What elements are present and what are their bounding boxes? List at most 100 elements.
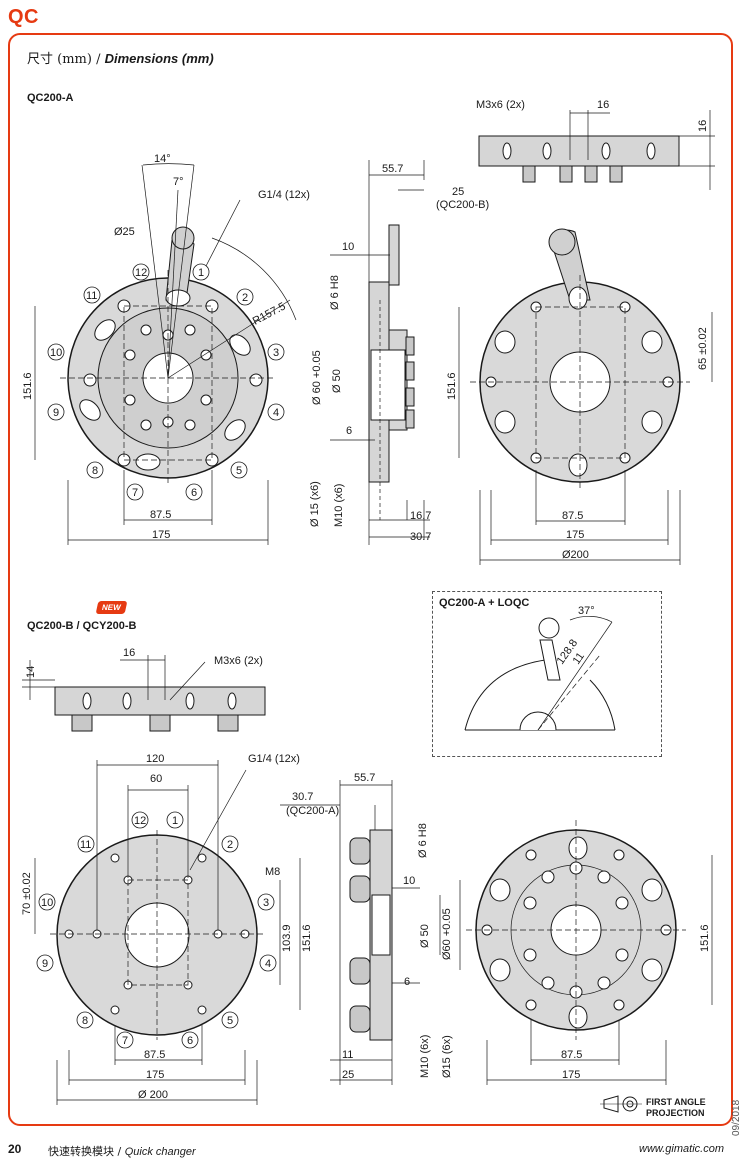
dim-a-back-65: 65 ±0.02 (697, 327, 709, 370)
page-number: 20 (8, 1142, 22, 1156)
dim-a-w175: 175 (152, 529, 170, 541)
dim-a-side-167: 16.7 (410, 510, 431, 522)
dim-b-w175: 175 (146, 1069, 164, 1081)
dim-b-side-d50: Ø 50 (419, 924, 431, 948)
brand-logo: QC (8, 6, 39, 28)
dim-a-side-10: 10 (342, 241, 354, 253)
footer-title-en: Quick changer (124, 1146, 196, 1158)
first-angle-line1: FIRST ANGLE (646, 1097, 706, 1107)
num-b-3: 3 (263, 897, 269, 909)
dim-a-r157: R157.5 (251, 300, 288, 327)
dim-b-w200: Ø 200 (138, 1089, 168, 1101)
dim-a-side-55: 55.7 (382, 163, 403, 175)
dim-b-top-14: 14 (25, 666, 37, 678)
dim-a-top-16: 16 (597, 99, 609, 111)
dim-b-side-d60: Ø60 +0.05 (441, 908, 453, 960)
num-b-5: 5 (227, 1015, 233, 1027)
dim-b-g14: G1/4 (12x) (248, 753, 300, 765)
num-a-3: 3 (273, 347, 279, 359)
num-b-6: 6 (187, 1035, 193, 1047)
num-a-2: 2 (242, 292, 248, 304)
dim-b-side-25: 25 (342, 1069, 354, 1081)
dim-a-d25: Ø25 (114, 226, 135, 238)
num-b-11: 11 (80, 839, 91, 851)
qc200a-top-view (478, 110, 715, 190)
footer-date: 09/2018 (731, 1099, 742, 1136)
footer-title-zh: 快速转换模块 / (48, 1145, 125, 1158)
dim-b-side-qca: (QC200-A) (286, 805, 339, 817)
qc200b-front-view (34, 760, 301, 1105)
num-b-12: 12 (134, 815, 146, 827)
dim-b-top-m3: M3x6 (2x) (214, 655, 263, 667)
dim-a-w87: 87.5 (150, 509, 171, 521)
dim-a-side-d50: Ø 50 (331, 369, 343, 393)
dim-b-side-11: 11 (342, 1049, 353, 1061)
dim-b-h151: 151.6 (301, 924, 313, 952)
num-b-1: 1 (172, 815, 178, 827)
dim-a-side-d60: Ø 60 +0.05 (311, 350, 323, 405)
footer-title: 快速转换模块 / Quick changer (48, 1143, 196, 1159)
section-title-a: QC200-A (27, 92, 74, 104)
num-a-12: 12 (135, 267, 147, 279)
dim-a-angle7: 7° (173, 176, 184, 188)
num-a-1: 1 (198, 267, 204, 279)
section-title-b: QC200-B / QCY200-B (27, 620, 137, 632)
dim-a-side-d15: Ø 15 (x6) (309, 481, 321, 527)
dim-b-v70: 70 ±0.02 (21, 872, 33, 915)
qc200a-back-view (458, 228, 713, 565)
dim-b-back-h151: 151.6 (699, 924, 711, 952)
note-angle: 37° (578, 605, 595, 617)
dim-a-side-6: 6 (346, 425, 352, 437)
dim-b-side-m10: M10 (6x) (419, 1035, 431, 1078)
dim-a-side-h8: Ø 6 H8 (329, 275, 341, 310)
dim-a-back-200: Ø200 (562, 549, 589, 561)
dim-b-side-h8: Ø 6 H8 (417, 823, 429, 858)
note-title: QC200-A + LOQC (439, 597, 530, 609)
dim-b-w60: 60 (150, 773, 162, 785)
dim-a-side-qcb: (QC200-B) (436, 199, 489, 211)
heading-zh: 尺寸 (mm) / (27, 52, 105, 67)
dim-a-back-h151: 151.6 (446, 372, 458, 400)
page-frame (8, 33, 733, 1126)
num-a-4: 4 (273, 407, 279, 419)
num-a-6: 6 (191, 487, 197, 499)
note-d11: 11 (571, 650, 587, 666)
heading-en: Dimensions (mm) (104, 51, 214, 66)
num-a-8: 8 (92, 465, 98, 477)
dim-b-side-10: 10 (403, 875, 415, 887)
num-a-11: 11 (86, 290, 97, 302)
dim-b-back-175: 175 (562, 1069, 580, 1081)
num-b-9: 9 (42, 958, 48, 970)
dim-a-side-307: 30.7 (410, 531, 431, 543)
footer-url[interactable]: www.gimatic.com (639, 1143, 724, 1155)
num-b-7: 7 (122, 1035, 128, 1047)
first-angle-line2: PROJECTION (646, 1108, 705, 1118)
dim-b-h103: 103.9 (281, 924, 293, 952)
dim-b-w120: 120 (146, 753, 164, 765)
dim-b-side-6: 6 (404, 976, 410, 988)
num-a-5: 5 (236, 465, 242, 477)
dim-b-side-55: 55.7 (354, 772, 375, 784)
qc200b-top-view (22, 655, 266, 732)
dim-b-side-d15: Ø15 (6x) (441, 1035, 453, 1078)
num-b-4: 4 (265, 958, 271, 970)
qc200b-side-view (280, 780, 461, 1085)
dim-a-top-16v: 16 (697, 120, 709, 132)
page-heading: 尺寸 (mm) / Dimensions (mm) (27, 48, 214, 67)
qc200b-back-view (466, 820, 713, 1085)
first-angle-projection-icon (600, 1095, 642, 1113)
dim-a-side-m10: M10 (x6) (333, 484, 345, 527)
dim-a-g14: G1/4 (12x) (258, 189, 310, 201)
note-box (432, 591, 662, 757)
num-b-2: 2 (227, 839, 233, 851)
dim-b-back-87: 87.5 (561, 1049, 582, 1061)
qc200a-side-view (330, 160, 430, 545)
qc200a-front-view (34, 163, 297, 545)
num-a-7: 7 (132, 487, 138, 499)
num-a-10: 10 (50, 347, 62, 359)
loqc-note-drawing (464, 616, 616, 731)
num-b-10: 10 (41, 897, 53, 909)
dim-b-side-307: 30.7 (292, 791, 313, 803)
